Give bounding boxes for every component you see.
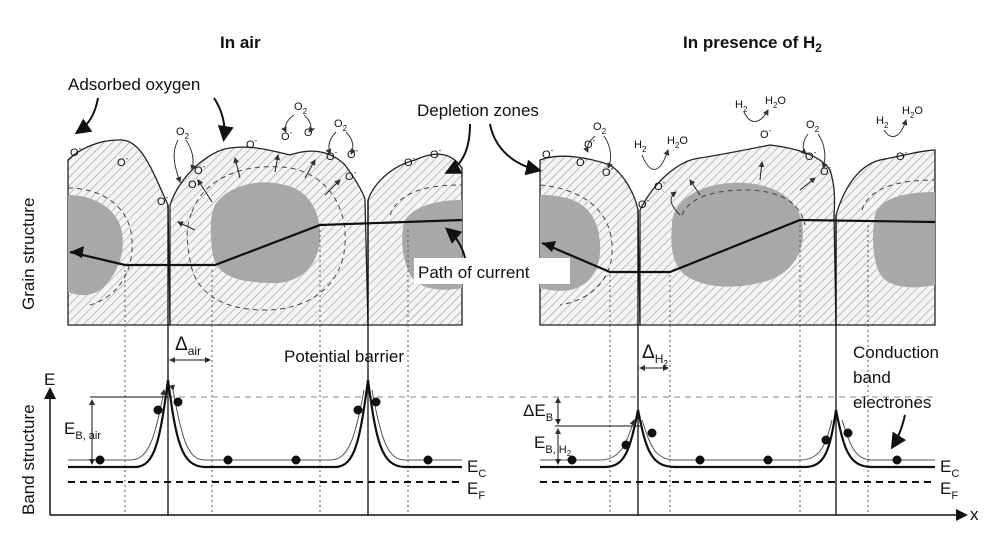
o-minus: O- xyxy=(805,148,817,163)
path-of-current-label: Path of current xyxy=(418,263,530,282)
band-structure-label: Band structure xyxy=(19,404,38,515)
adsorbed-oxygen-label: Adsorbed oxygen xyxy=(68,75,200,94)
h2-molecule: H2 xyxy=(735,99,748,114)
o2-molecule: O2 xyxy=(334,118,348,133)
delta-air-label: Δair xyxy=(175,334,201,358)
e-axis-label: E xyxy=(44,370,55,389)
potential-barrier-label: Potential barrier xyxy=(284,347,404,366)
x-axis-label: x xyxy=(970,505,979,524)
o-minus: O- xyxy=(157,193,169,208)
o-minus: O- xyxy=(117,154,129,169)
o-minus: O- xyxy=(70,144,82,159)
o-minus: O- xyxy=(760,126,772,141)
o-minus: O- xyxy=(188,176,200,191)
o2-molecule: O2 xyxy=(806,119,820,134)
o-minus: O- xyxy=(820,163,832,178)
o-minus: O- xyxy=(576,154,588,169)
electrons xyxy=(95,397,902,465)
grain-structure-air xyxy=(67,139,463,326)
title-in-air: In air xyxy=(220,33,261,52)
o-minus: O- xyxy=(542,146,554,161)
oxygen-hydrogen-species-h2: O- O- O- O- O- O- O- O- O- O- O2 O2 H2 H… xyxy=(542,95,923,211)
grain-structure-h2 xyxy=(539,144,936,326)
path-current-bg xyxy=(414,258,570,284)
o-minus: O- xyxy=(326,148,338,163)
o2-molecule: O2 xyxy=(593,121,607,136)
o-minus: O- xyxy=(345,168,357,183)
o-minus: O- xyxy=(430,146,442,161)
ec-label-air: EC xyxy=(467,457,486,480)
adsorbed-oxygen-bg xyxy=(68,72,240,96)
conduction-band-air xyxy=(68,379,462,469)
h2-molecule: H2 xyxy=(876,115,889,130)
grain-boundary-lines xyxy=(124,200,869,515)
ef-label-air: EF xyxy=(467,479,485,502)
depletion-zones-label: Depletion zones xyxy=(417,101,539,120)
o-minus: O- xyxy=(654,178,666,193)
delta-eb-label: ΔEB xyxy=(523,401,553,424)
o-minus: O- xyxy=(638,196,650,211)
o-minus: O- xyxy=(281,128,293,143)
o-minus: O- xyxy=(896,148,908,163)
grain-structure-label: Grain structure xyxy=(19,198,38,310)
o-minus: O- xyxy=(404,154,416,169)
o2-molecule: O2 xyxy=(176,126,190,141)
title-in-h2: In presence of H2 xyxy=(683,33,822,55)
conduction-band-label-1: Conduction xyxy=(853,343,939,362)
o-minus: O- xyxy=(347,146,359,161)
depletion-zones-bg xyxy=(412,98,574,122)
o-minus: O- xyxy=(584,136,596,151)
delta-h2-label: ΔH2 xyxy=(642,342,668,368)
o-minus: O- xyxy=(246,136,258,151)
h2o-molecule: H2O xyxy=(667,135,688,150)
conduction-band-label-3: electrones xyxy=(853,393,931,412)
ec-label-h2: EC xyxy=(940,457,959,480)
h2o-molecule: H2O xyxy=(765,95,786,110)
ef-label-h2: EF xyxy=(940,479,958,502)
conduction-band-h2 xyxy=(540,409,935,469)
h2o-molecule: H2O xyxy=(902,105,923,120)
h2-molecule: H2 xyxy=(634,139,647,154)
eb-h2-label: EB, H2 xyxy=(534,433,572,458)
conduction-band-label-2: band xyxy=(853,368,891,387)
band-axes: E x xyxy=(44,370,979,524)
oxygen-ions-air: O- O- O- O- O- O- O- O- O- O- O- O- O- O… xyxy=(70,101,442,208)
o-minus: O- xyxy=(194,162,206,177)
o2-molecule: O2 xyxy=(294,101,308,116)
eb-air-label: EB, air xyxy=(64,419,101,442)
